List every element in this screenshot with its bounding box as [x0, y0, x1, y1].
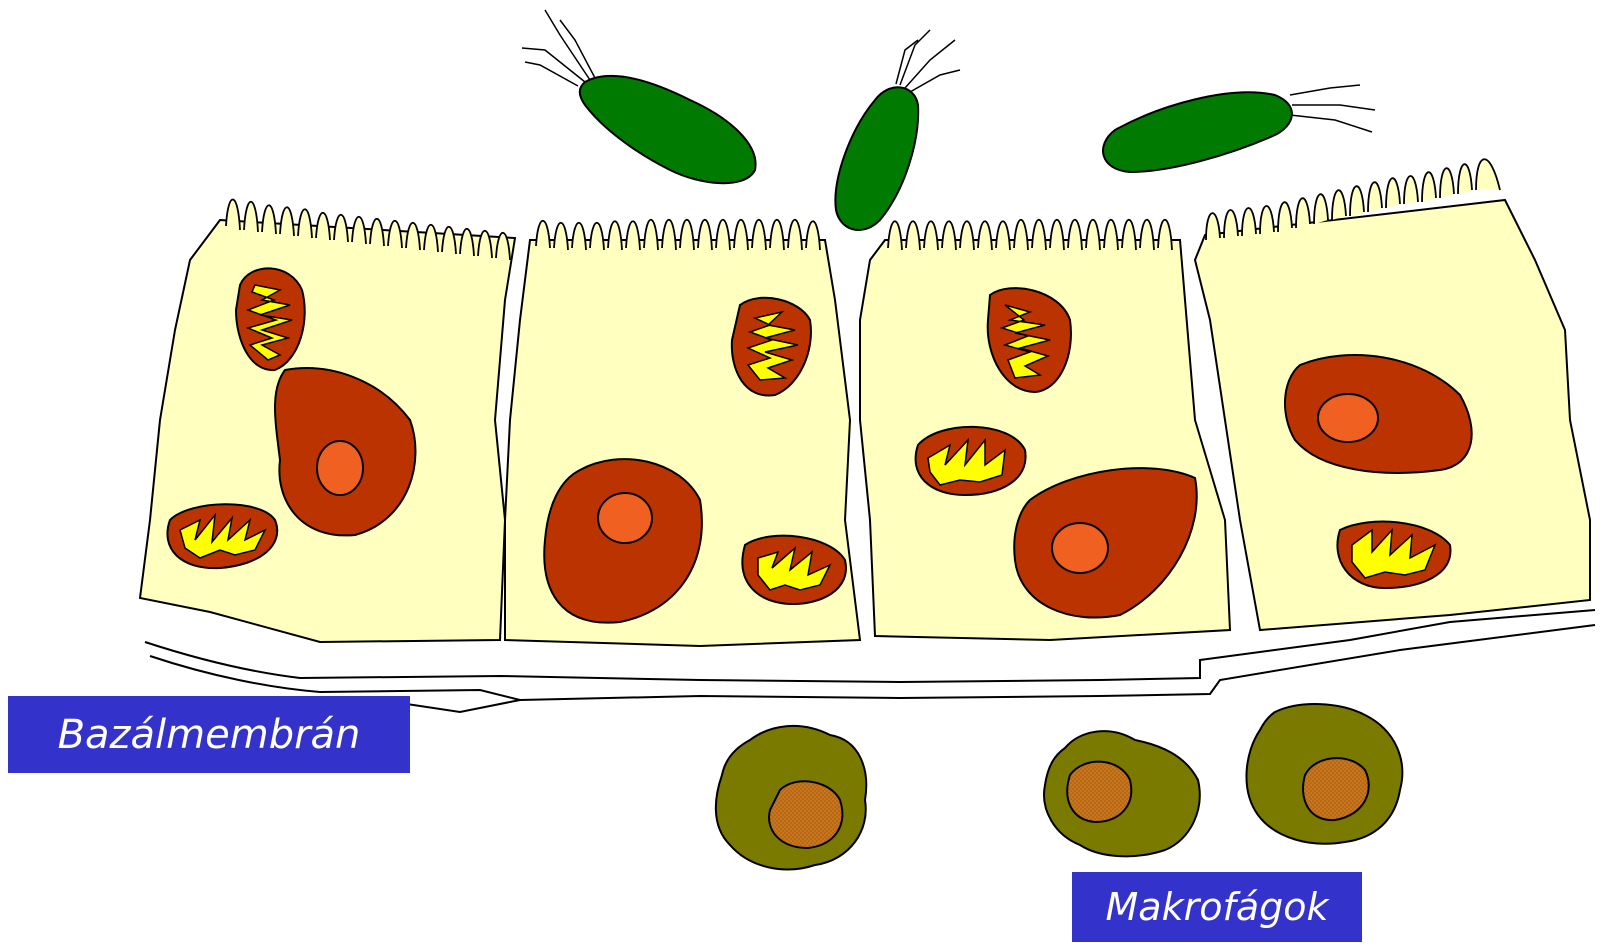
- epithelial-cell-4: [1195, 159, 1590, 630]
- macrophage-1: [716, 726, 866, 869]
- nucleolus: [1318, 394, 1378, 442]
- flagella: [1290, 85, 1375, 132]
- bacterium-body: [835, 87, 918, 230]
- bacterium-1: [522, 10, 756, 183]
- macrophages-label: Makrofágok: [1072, 872, 1362, 942]
- macrophage-3: [1246, 704, 1402, 844]
- epithelial-cell-3: [860, 220, 1230, 640]
- bacterium-3: [1103, 85, 1375, 172]
- bacterium-2: [835, 30, 960, 230]
- epithelial-cell-1: [140, 199, 515, 642]
- macrophage-nucleus: [769, 781, 842, 848]
- nucleolus: [598, 493, 652, 543]
- flagella: [522, 10, 595, 86]
- basal-membrane-label: Bazálmembrán: [8, 696, 410, 773]
- bacterium-body: [580, 76, 756, 183]
- nucleolus: [1052, 523, 1108, 573]
- nucleolus: [317, 441, 363, 495]
- flagella: [896, 30, 960, 92]
- macrophage-2: [1044, 731, 1200, 856]
- epithelial-cell-2: [505, 220, 860, 646]
- bacterium-body: [1103, 92, 1292, 172]
- macrophage-nucleus: [1067, 762, 1131, 822]
